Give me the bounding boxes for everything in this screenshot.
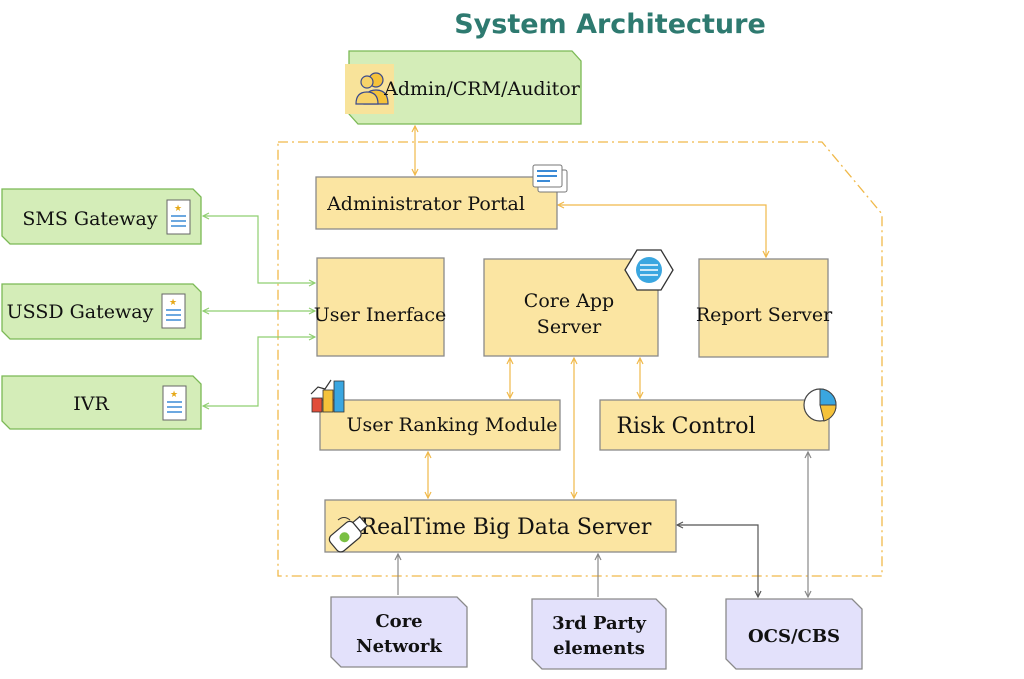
- users-icon: [355, 72, 389, 105]
- user-ranking-module-node: User Ranking Module: [310, 379, 561, 451]
- third-party-label-line2: elements: [553, 638, 645, 659]
- usb-drive-icon: [328, 515, 369, 553]
- document-icon: ★: [166, 199, 191, 235]
- svg-text:★: ★: [170, 390, 178, 400]
- core-app-label-line1: Core App: [524, 290, 614, 312]
- document-icon: ★: [162, 385, 187, 421]
- server-hexagon-icon: [624, 249, 674, 291]
- ussd-gateway-label: USSD Gateway: [7, 301, 154, 323]
- core-network-label-line1: Core: [375, 611, 422, 632]
- ivr-node: IVR ★: [1, 375, 202, 430]
- connector-ivr-ui: [203, 337, 315, 406]
- user-interface-node: User Inerface: [314, 257, 446, 357]
- connector-bigdata-ocs: [677, 525, 758, 597]
- admin-label: Admin/CRM/Auditor: [383, 78, 581, 100]
- administrator-portal-label: Administrator Portal: [326, 193, 525, 215]
- report-server-label: Report Server: [696, 304, 833, 326]
- core-app-label-line2: Server: [537, 316, 602, 338]
- risk-control-label: Risk Control: [616, 414, 755, 439]
- report-server-node: Report Server: [696, 258, 833, 358]
- sms-gateway-label: SMS Gateway: [22, 208, 158, 230]
- realtime-big-data-server-node: RealTime Big Data Server: [324, 499, 677, 553]
- user-interface-label: User Inerface: [314, 304, 446, 326]
- ocs-cbs-node: OCS/CBS: [725, 598, 863, 670]
- user-ranking-label: User Ranking Module: [346, 414, 557, 436]
- core-network-node: Core Network: [330, 596, 468, 668]
- bigdata-label: RealTime Big Data Server: [361, 515, 652, 540]
- core-network-label-line2: Network: [356, 636, 442, 657]
- users-icon-bg: [345, 64, 394, 114]
- connector-portal-report: [558, 205, 766, 257]
- svg-text:★: ★: [169, 298, 177, 308]
- administrator-portal-node: Administrator Portal: [315, 164, 568, 230]
- diagram-title: System Architecture: [454, 9, 766, 40]
- chat-bubble-icon: [532, 164, 568, 193]
- connector-sms-ui: [203, 216, 315, 283]
- ivr-label: IVR: [73, 393, 109, 415]
- ocs-cbs-label: OCS/CBS: [748, 626, 840, 647]
- svg-text:★: ★: [174, 204, 182, 214]
- third-party-elements-node: 3rd Party elements: [531, 598, 667, 670]
- third-party-label-line1: 3rd Party: [552, 613, 646, 634]
- ussd-gateway-node: USSD Gateway ★: [1, 283, 202, 340]
- bar-chart-icon: [310, 379, 345, 413]
- document-icon: ★: [161, 293, 186, 329]
- core-app-server-node: Core App Server: [483, 249, 674, 357]
- sms-gateway-node: SMS Gateway ★: [1, 188, 202, 245]
- admin-crm-auditor-node: Admin/CRM/Auditor: [345, 50, 582, 125]
- pie-chart-icon: [803, 388, 837, 422]
- risk-control-node: Risk Control: [599, 388, 837, 451]
